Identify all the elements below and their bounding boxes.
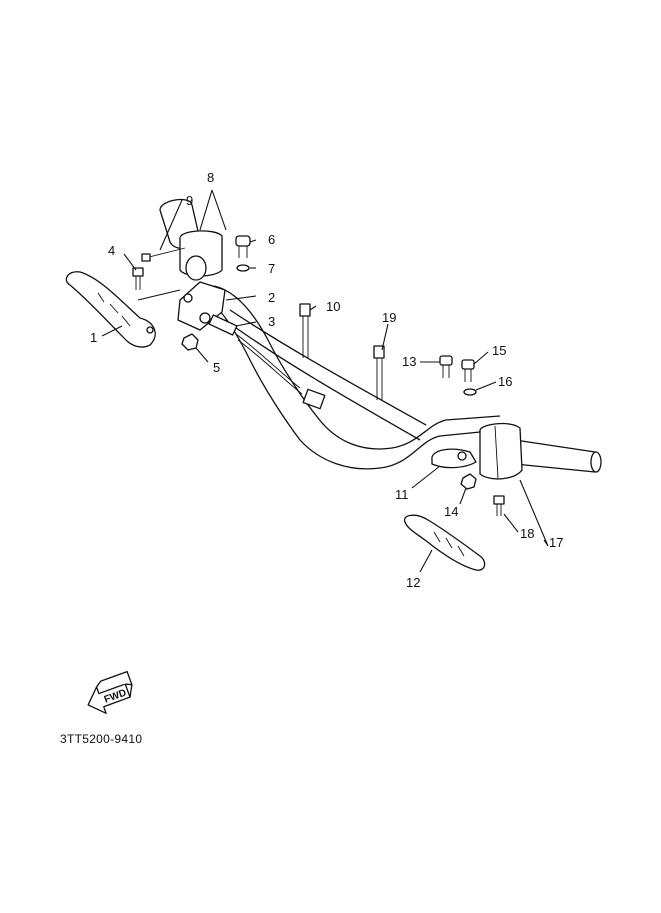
callout-7: 7 <box>268 261 275 276</box>
callout-10: 10 <box>326 299 340 314</box>
leader-lines <box>101 189 549 573</box>
callout-11: 11 <box>395 487 409 502</box>
drawing-code: 3TT5200-9410 <box>60 732 142 746</box>
right-bolts-and-nuts <box>439 355 505 516</box>
right-switch-housing <box>479 422 523 480</box>
callout-2: 2 <box>268 290 275 305</box>
callout-17: 17 <box>549 535 563 550</box>
right-lever-holder <box>431 448 477 469</box>
clutch-switch-housing <box>179 230 223 281</box>
left-bolts-and-nuts <box>132 235 251 351</box>
right-lever <box>403 514 486 571</box>
left-lever <box>65 271 156 348</box>
handlebar <box>159 198 602 473</box>
fwd-arrow-icon: FWD <box>87 670 133 714</box>
callout-8: 8 <box>207 170 214 185</box>
callout-14: 14 <box>444 504 458 519</box>
callout-16: 16 <box>498 374 512 389</box>
callout-18: 18 <box>520 526 534 541</box>
callout-1: 1 <box>90 330 97 345</box>
callout-6: 6 <box>268 232 275 247</box>
callout-9: 9 <box>186 193 193 208</box>
callout-3: 3 <box>268 314 275 329</box>
cable-and-connector <box>208 314 326 410</box>
callouts: 1 2 3 4 5 6 7 8 9 10 11 12 13 14 15 16 1… <box>90 170 563 590</box>
callout-4: 4 <box>108 243 115 258</box>
cable-tie-19 <box>373 345 385 400</box>
callout-19: 19 <box>382 310 396 325</box>
callout-12: 12 <box>406 575 420 590</box>
cable-tie-10 <box>299 303 311 358</box>
callout-13: 13 <box>402 354 416 369</box>
callout-15: 15 <box>492 343 506 358</box>
callout-5: 5 <box>213 360 220 375</box>
